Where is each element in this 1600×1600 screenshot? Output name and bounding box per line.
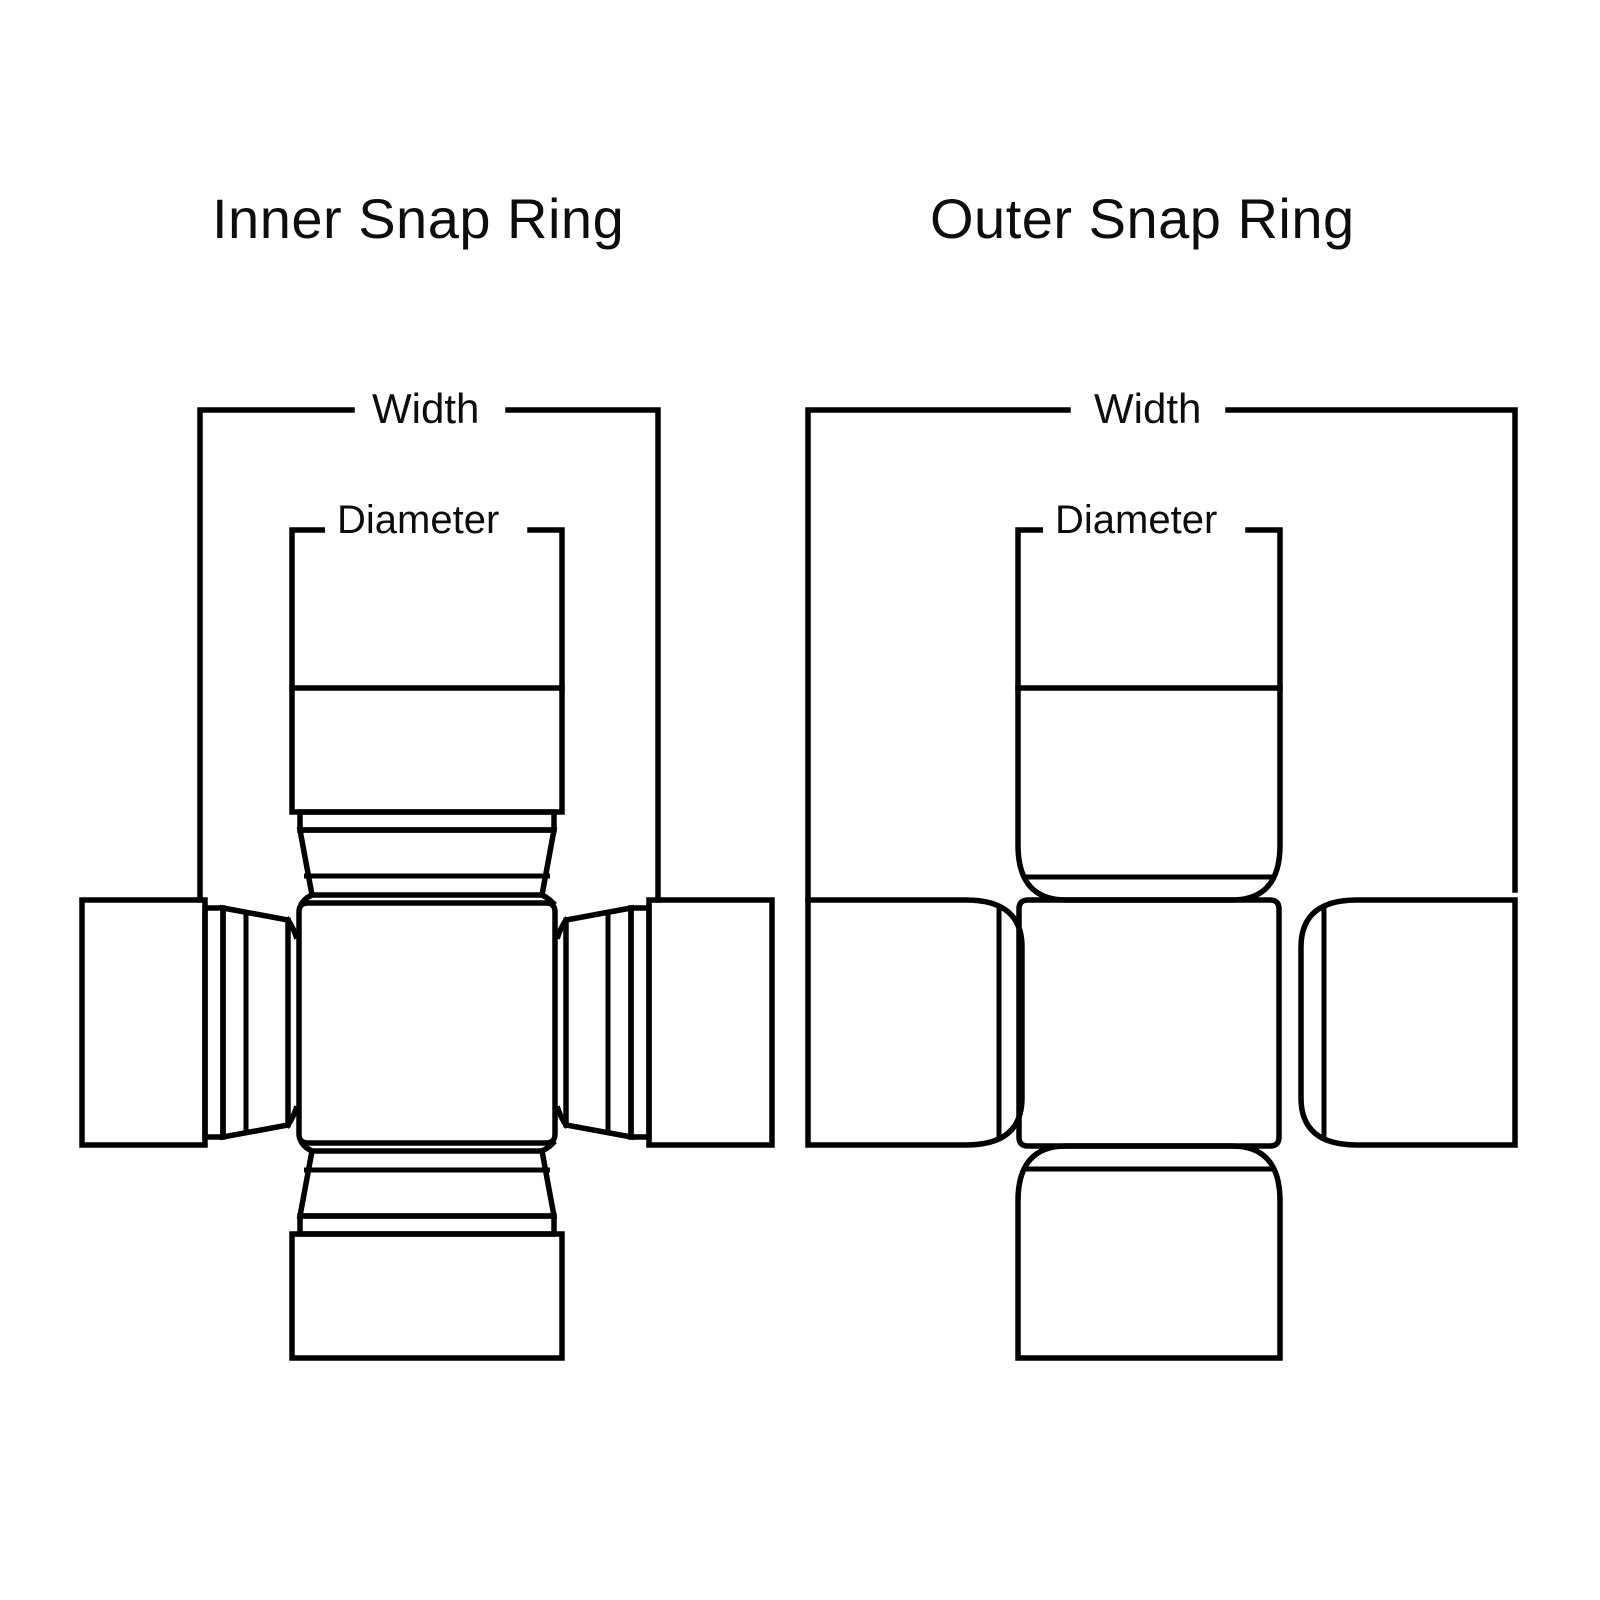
bearing-cap-top-inner [289, 685, 565, 907]
bearing-cap-right-outer [1298, 897, 1518, 1148]
diameter-dimension-bracket-inner [289, 527, 565, 691]
dimension-label-width-inner: Width [360, 385, 492, 433]
bearing-cap-left-outer [805, 897, 1025, 1148]
dimension-label-width-outer: Width [1082, 385, 1214, 433]
panel-title-outer-snap-ring: Outer Snap Ring [930, 187, 1355, 250]
cross-center-body-outer [1016, 897, 1282, 1149]
dimension-label-diameter-inner: Diameter [325, 498, 512, 543]
inner-snap-ring-drawing [79, 407, 775, 1361]
width-dimension-bracket-outer [805, 407, 1518, 903]
width-dimension-bracket-inner [197, 407, 661, 903]
bearing-cap-bottom-inner [289, 1139, 565, 1361]
bearing-cap-top-outer [1015, 685, 1283, 903]
outer-snap-ring-drawing [805, 407, 1518, 1361]
diameter-dimension-bracket-outer [1015, 527, 1283, 691]
dimension-label-diameter-outer: Diameter [1043, 498, 1230, 543]
bearing-cap-bottom-outer [1015, 1143, 1283, 1361]
panel-title-inner-snap-ring: Inner Snap Ring [212, 187, 625, 250]
cross-center-body-inner [296, 900, 558, 1146]
bearing-cap-right-inner [554, 897, 775, 1148]
bearing-cap-left-inner [79, 897, 300, 1148]
